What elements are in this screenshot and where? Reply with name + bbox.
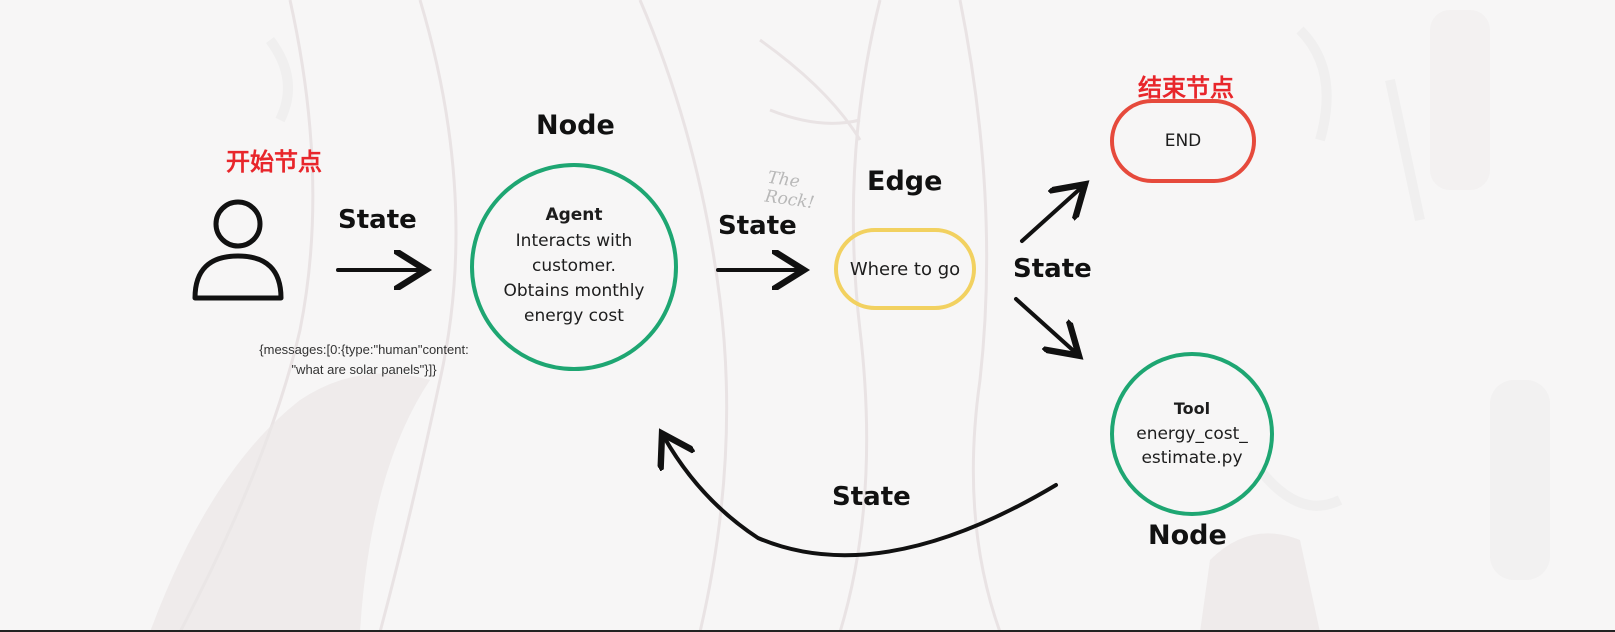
end-node-label: 结束节点 — [1138, 74, 1234, 102]
message-payload: {messages:[0:{type:"human"content: "what… — [244, 340, 484, 380]
state-label-4: State — [832, 482, 911, 512]
bottom-border — [0, 630, 1615, 632]
agent-line-3: Obtains monthly — [503, 281, 645, 301]
agent-node[interactable]: Agent Interacts with customer. Obtains m… — [470, 163, 678, 371]
tool-title: Tool — [1173, 398, 1211, 418]
end-node-box[interactable]: END — [1110, 99, 1256, 183]
message-line-2: "what are solar panels"}]} — [291, 362, 437, 377]
node-label-bottom: Node — [1148, 520, 1227, 551]
arrow-tool-to-agent — [664, 437, 1058, 558]
user-icon — [192, 199, 284, 301]
edge-router-box[interactable]: Where to go — [834, 228, 976, 310]
state-label-3: State — [1013, 254, 1092, 284]
message-line-1: {messages:[0:{type:"human"content: — [259, 342, 469, 357]
tool-line-2: estimate.py — [1141, 447, 1243, 468]
node-label-top: Node — [536, 110, 615, 141]
state-label-1: State — [338, 205, 417, 235]
tool-line-1: energy_cost_ — [1136, 423, 1248, 444]
agent-line-2: customer. — [532, 256, 616, 276]
agent-description: Interacts with customer. Obtains monthly… — [504, 229, 645, 329]
arrow-edge-to-end — [1020, 187, 1082, 243]
edge-label: Edge — [867, 166, 943, 197]
start-node-label: 开始节点 — [226, 148, 322, 176]
tool-node[interactable]: Tool energy_cost_ estimate.py — [1110, 352, 1274, 516]
agent-title: Agent — [545, 205, 603, 225]
agent-line-4: energy cost — [524, 306, 624, 326]
tool-description: energy_cost_ estimate.py — [1136, 422, 1248, 470]
arrow-edge-to-tool — [1014, 297, 1076, 353]
agent-line-1: Interacts with — [515, 231, 633, 251]
state-label-2: State — [718, 211, 797, 241]
